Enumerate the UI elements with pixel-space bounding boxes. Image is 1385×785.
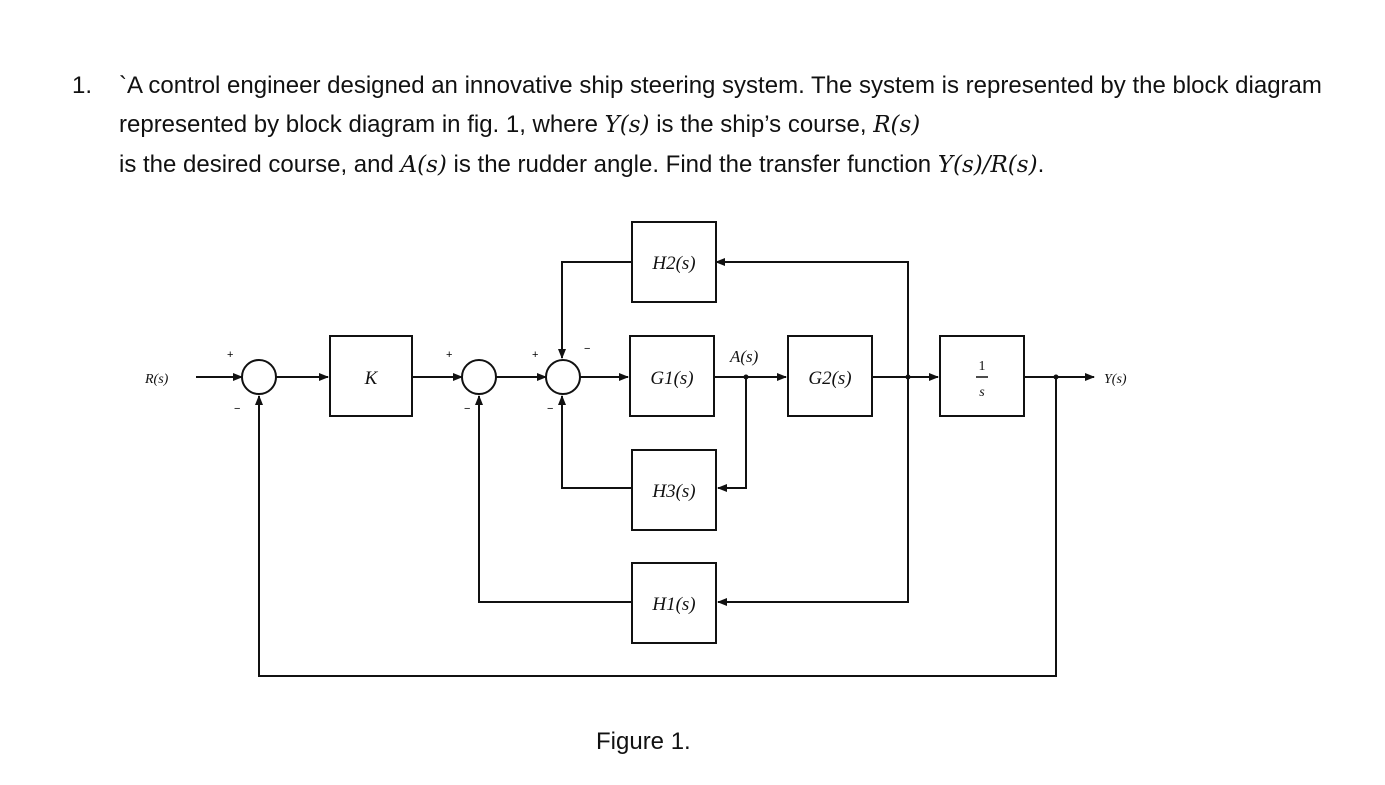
- h2-output-path: [558, 261, 632, 359]
- label-h1: H1(s): [651, 594, 695, 615]
- label-g2: G2(s): [808, 368, 851, 389]
- sign-s3-bottom: −: [547, 403, 553, 415]
- h3-input-path: [717, 377, 747, 492]
- summing-junction-1: [241, 359, 277, 395]
- label-k: K: [364, 368, 379, 389]
- sign-s1-feedback: −: [234, 403, 240, 415]
- math-transfer-function: Y(s)/R(s): [937, 152, 1038, 178]
- question-text: `A control engineer designed an innovati…: [119, 72, 1322, 178]
- block-g1: [629, 335, 715, 417]
- h2-input-path: [715, 258, 909, 377]
- label-h3: H3(s): [651, 481, 695, 502]
- blocks: [329, 221, 1025, 644]
- figure-caption: Figure 1.: [596, 728, 691, 755]
- rudder-angle-label: A(s): [729, 347, 759, 366]
- junctions: [743, 374, 1059, 380]
- sign-s3-input: +: [532, 349, 538, 361]
- math-rudder: A(s): [400, 152, 447, 178]
- block-h1: [631, 562, 717, 644]
- summing-junction-2: [461, 359, 497, 395]
- math-output: Y(s): [604, 112, 650, 138]
- sign-s3-top: −: [584, 343, 590, 355]
- sign-s1-input: +: [227, 349, 233, 361]
- block-k: [329, 335, 413, 417]
- question-number: 1.: [72, 72, 93, 99]
- signs: + − + − + − −: [227, 343, 590, 415]
- signal-lines: [196, 258, 1095, 677]
- label-g1: G1(s): [650, 368, 693, 389]
- output-label: Y(s): [1104, 372, 1127, 387]
- math-input: R(s): [873, 112, 921, 138]
- junction-dot: [905, 374, 911, 380]
- summing-junction-3: [545, 359, 581, 395]
- h1-output-path: [475, 395, 632, 603]
- junction-dot: [743, 374, 749, 380]
- block-h2: [631, 221, 717, 303]
- junction-dot: [1053, 374, 1059, 380]
- integrator-numerator: 1: [979, 359, 986, 374]
- block-labels: K H2(s) G1(s) G2(s) H3(s) H1(s) 1 s: [364, 253, 988, 615]
- label-h2: H2(s): [651, 253, 695, 274]
- integrator-denominator: s: [979, 385, 985, 400]
- h1-input-path: [717, 377, 909, 606]
- input-label: R(s): [144, 372, 169, 387]
- sign-s2-feedback: −: [464, 403, 470, 415]
- signal-labels: R(s) Y(s) A(s): [144, 347, 1127, 387]
- block-h3: [631, 449, 717, 531]
- block-g2: [787, 335, 873, 417]
- block-integrator: [939, 335, 1025, 417]
- unity-feedback-path: [255, 377, 1057, 677]
- summing-junctions: [241, 359, 581, 395]
- sign-s2-input: +: [446, 349, 452, 361]
- h3-output-path: [558, 395, 632, 489]
